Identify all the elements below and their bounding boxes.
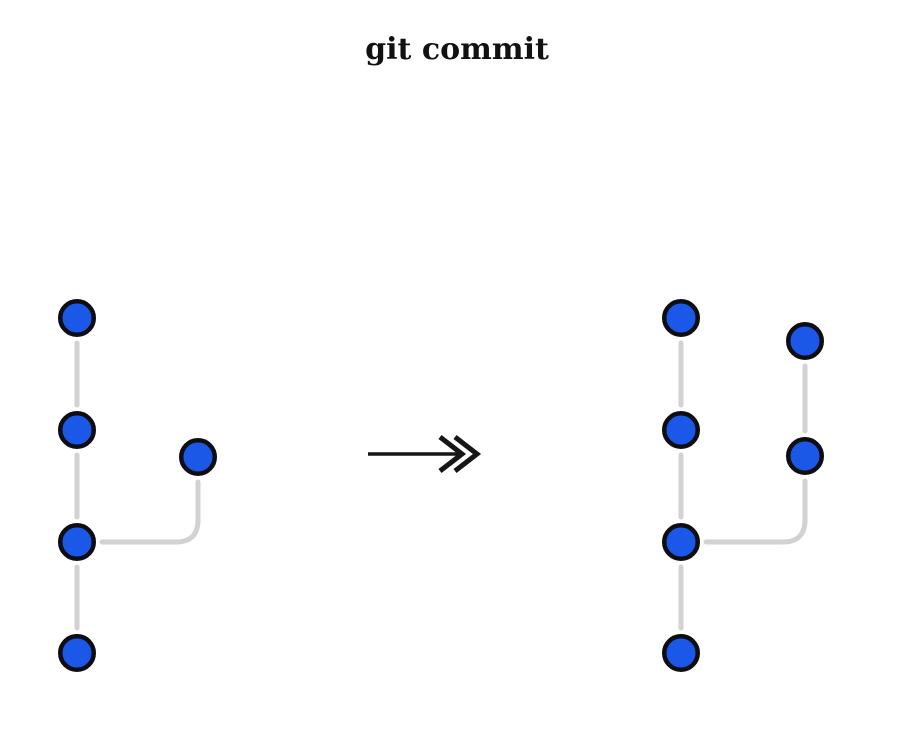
commit-node-after-main-4 <box>662 634 700 672</box>
arrow-head-2 <box>453 435 482 473</box>
commit-node-before-main-2 <box>58 411 96 449</box>
commit-node-after-main-1 <box>662 299 700 337</box>
commit-node-after-main-2 <box>662 411 700 449</box>
commit-node-before-main-1 <box>58 299 96 337</box>
commit-node-after-main-3 <box>662 523 700 561</box>
commit-node-before-main-3 <box>58 523 96 561</box>
git-graph-after <box>662 299 824 672</box>
diagram-title: git commit <box>365 32 549 67</box>
commit-node-before-main-4 <box>58 634 96 672</box>
git-graph-before <box>58 299 217 672</box>
commit-edge-before <box>99 479 201 545</box>
commit-edge-after <box>703 478 808 545</box>
commit-node-before-feature-1 <box>179 438 217 476</box>
arrow-head-1 <box>438 435 467 473</box>
commit-node-after-feature-2-new <box>786 322 824 360</box>
transform-arrow-icon <box>368 435 482 473</box>
commit-node-after-feature-1 <box>786 437 824 475</box>
